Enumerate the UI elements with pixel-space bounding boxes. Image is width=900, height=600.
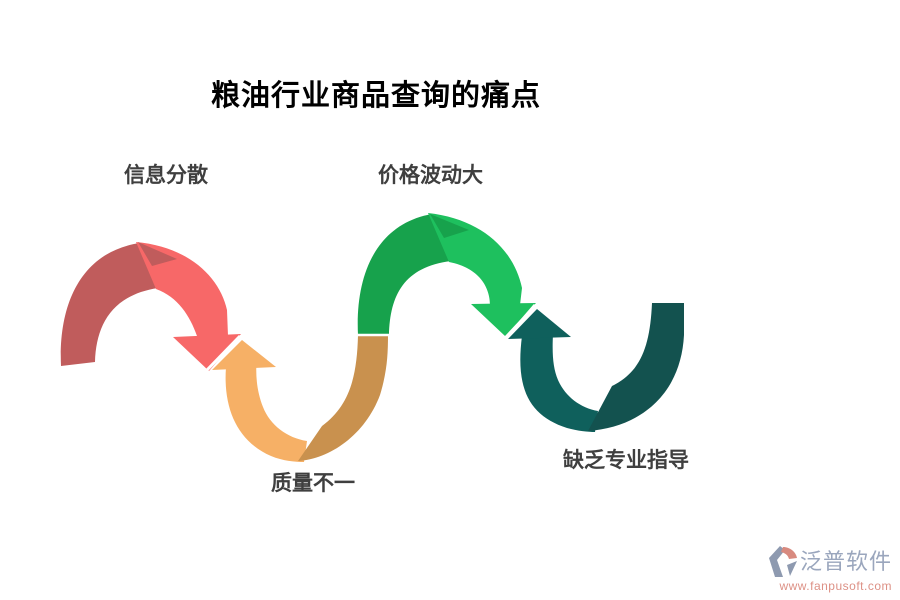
teal-valley-left-ribbon: [520, 334, 598, 432]
page-title: 粮油行业商品查询的痛点: [210, 80, 541, 112]
orange-valley-right-ribbon: [298, 335, 388, 461]
green-down-arrowhead-icon: [471, 303, 536, 336]
teal-up-arrowhead-icon: [508, 309, 571, 339]
label-price-volatile: 价格波动大: [378, 164, 483, 187]
watermark-brand-name: 泛普软件: [799, 548, 892, 574]
orange-valley-left-ribbon: [225, 356, 307, 462]
red-arch-left-ribbon: [60, 243, 158, 366]
fanpu-logo-icon: [768, 546, 797, 577]
label-quality-uneven: 质量不一: [271, 472, 355, 495]
seam-red-orange: [204, 334, 242, 373]
watermark-url: www.fanpusoft.com: [779, 579, 892, 593]
label-lack-guidance: 缺乏专业指导: [563, 449, 689, 472]
teal-valley-right-ribbon: [588, 303, 684, 431]
red-apex-fold: [138, 242, 177, 266]
red-down-arrowhead-icon: [173, 334, 241, 371]
green-arch-right-ribbon: [428, 213, 522, 305]
green-apex-fold: [430, 214, 469, 238]
seam-green-teal: [502, 304, 537, 342]
watermark-link[interactable]: 泛普软件 www.fanpusoft.com: [742, 545, 892, 592]
green-arch-left-ribbon: [357, 214, 451, 335]
orange-up-arrowhead-icon: [212, 340, 276, 370]
red-arch-right-ribbon: [136, 242, 228, 336]
label-info-scattered: 信息分散: [124, 164, 208, 187]
